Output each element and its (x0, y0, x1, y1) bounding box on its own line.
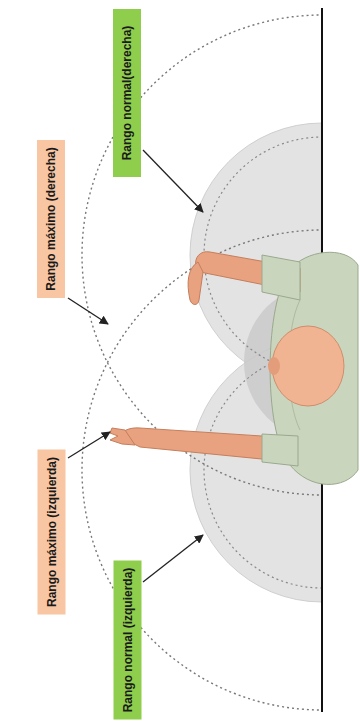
label-text: Rango máximo (derecha) (44, 147, 58, 290)
range-label: Rango máximo (izquierda) (37, 450, 65, 615)
label-text: Rango máximo (izquierda) (44, 457, 58, 607)
range-label: Rango normal(derecha) (113, 9, 141, 177)
label-text: Rango normal (izquierda) (120, 568, 134, 713)
leader-arrow (143, 535, 203, 582)
leader-arrow (68, 432, 110, 458)
leader-arrow (143, 150, 203, 212)
range-label: Rango máximo (derecha) (37, 140, 65, 298)
leader-arrow (68, 298, 108, 324)
person-figure (110, 252, 358, 485)
range-label: Rango normal (izquierda) (113, 561, 141, 720)
label-text: Rango normal(derecha) (120, 26, 134, 161)
